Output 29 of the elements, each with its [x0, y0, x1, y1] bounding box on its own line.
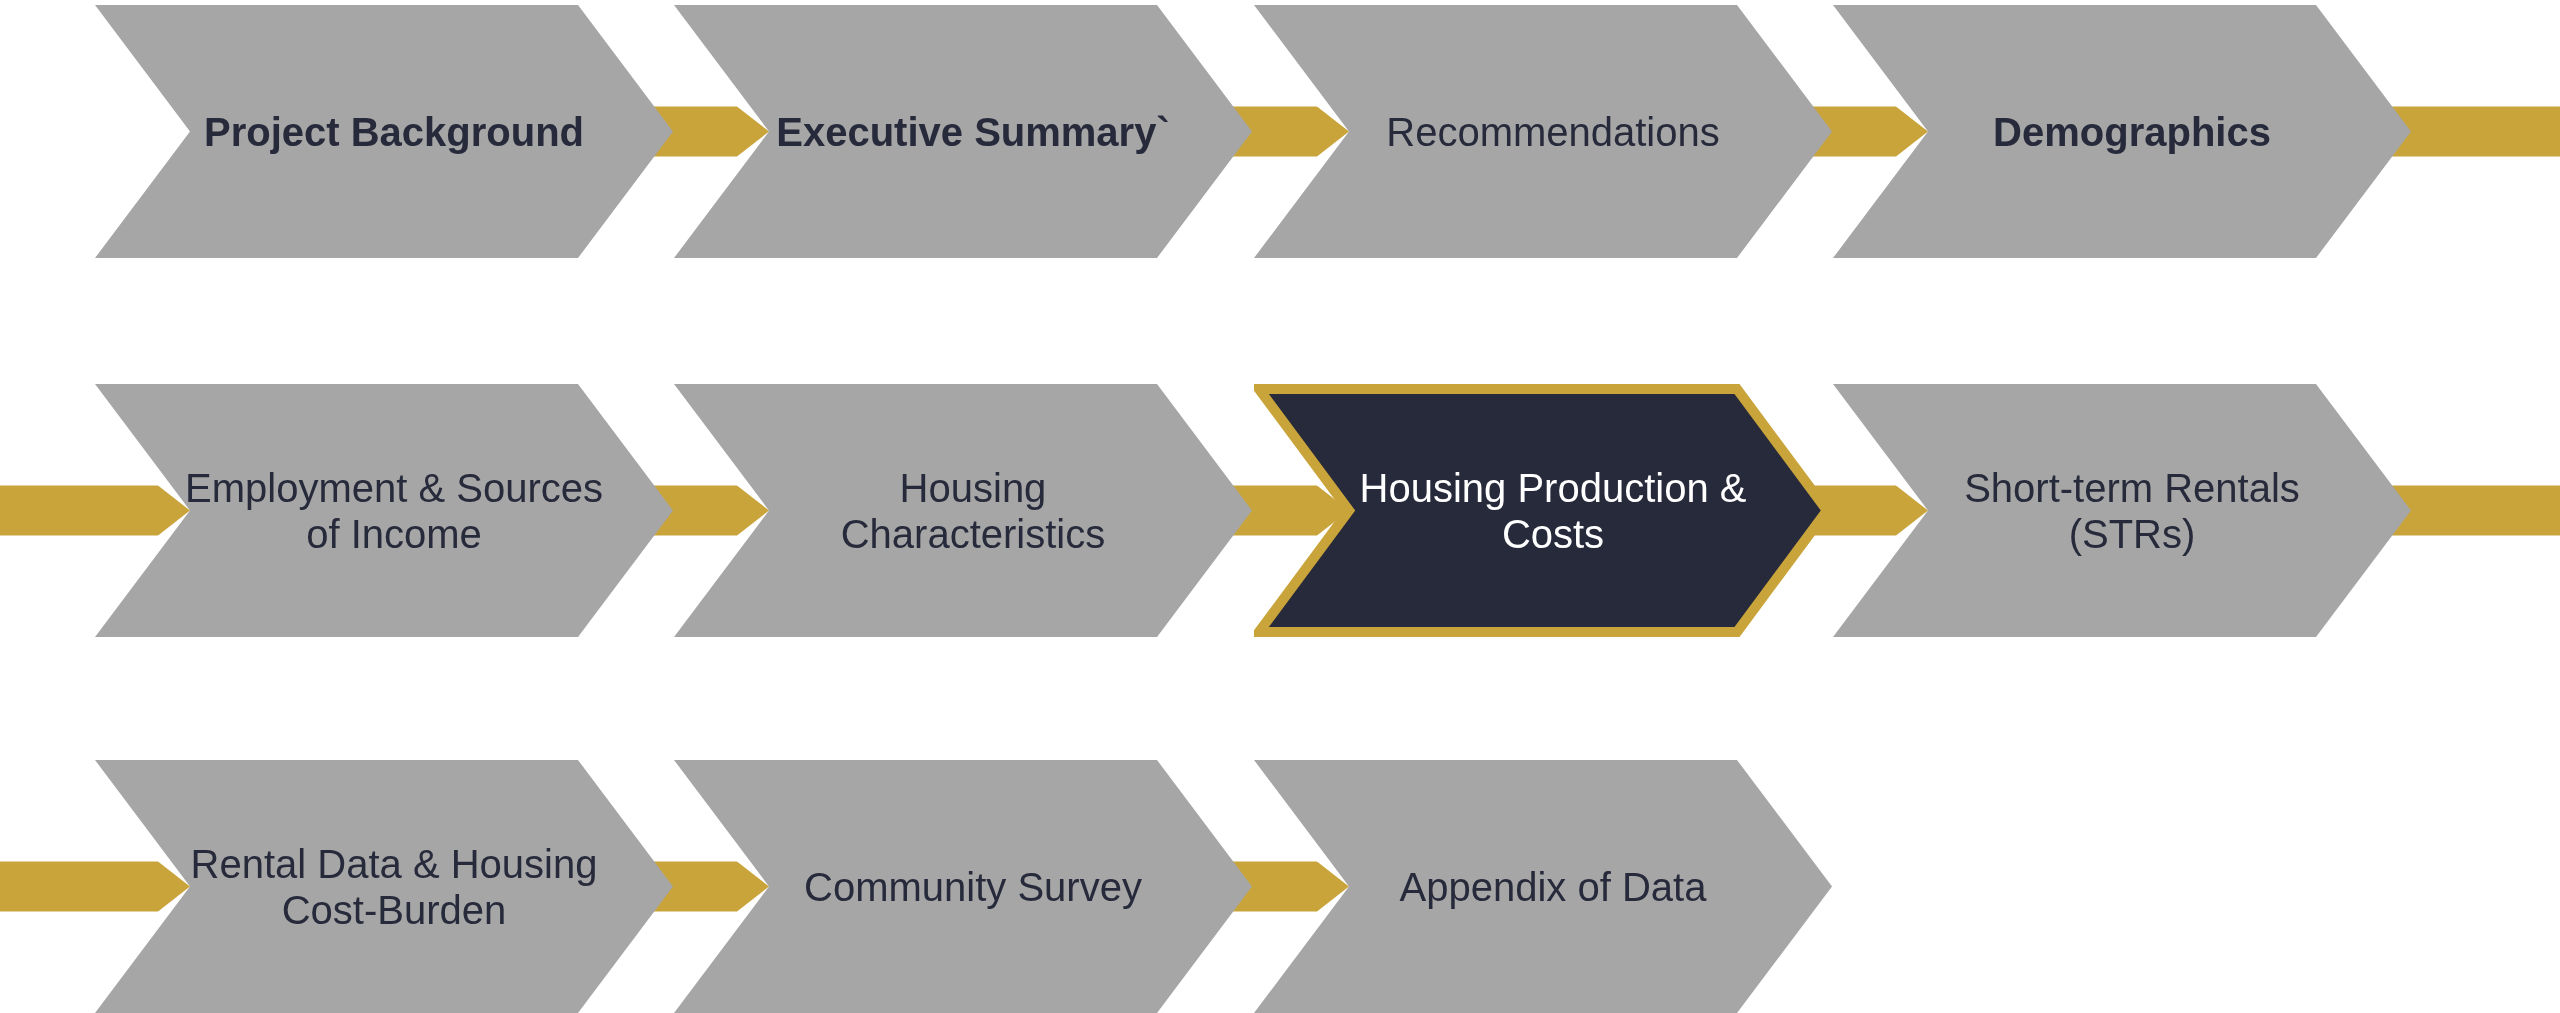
chevron-step [674, 5, 1252, 258]
chevron-step [1254, 760, 1832, 1013]
arrow [1812, 106, 1928, 157]
chevron-step [1833, 384, 2411, 637]
chevron-step [95, 760, 673, 1013]
step-label: Housing Characteristics [839, 464, 1107, 557]
step-label: Short-term Rentals (STRs) [1963, 464, 2301, 557]
chevron-step [674, 384, 1252, 637]
step-label: Community Survey [804, 863, 1142, 910]
step-label: Employment & Sources of Income [185, 464, 603, 557]
arrow [1232, 861, 1349, 912]
chevron-step [1254, 5, 1832, 258]
step-label: Executive Summary` [776, 108, 1170, 155]
step-label: Appendix of Data [1399, 863, 1707, 910]
step-label: Recommendations [1386, 108, 1720, 155]
arrow [653, 485, 769, 536]
chevron-step [674, 760, 1252, 1013]
arrow [653, 861, 769, 912]
arrow [653, 106, 769, 157]
step-label: Project Background [203, 108, 585, 155]
step-label: Housing Production & Costs [1358, 464, 1748, 557]
arrow [1232, 106, 1349, 157]
step-label: Rental Data & Housing Cost-Burden [189, 840, 599, 933]
arrow [0, 861, 190, 912]
chevron-step [95, 384, 673, 637]
arrow [0, 485, 190, 536]
chevron-step [95, 5, 673, 258]
step-label: Demographics [1993, 108, 2271, 155]
chevron-step [1833, 5, 2411, 258]
